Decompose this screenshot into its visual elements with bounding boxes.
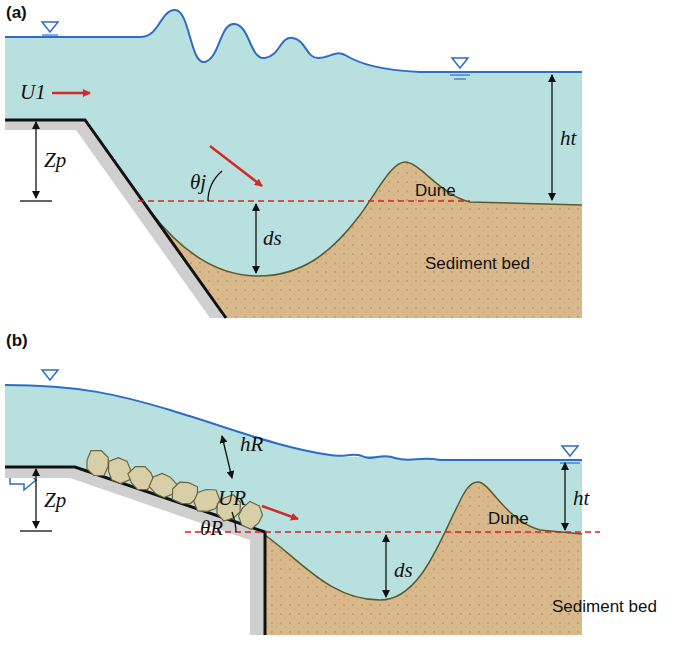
height-symbol: Zp xyxy=(44,490,66,511)
bed-label: Sediment bed xyxy=(552,598,657,615)
riprap-stone xyxy=(109,458,131,484)
depth-symbol: ht xyxy=(573,488,589,509)
depth-symbol: ds xyxy=(394,560,413,581)
velocity-symbol: U1 xyxy=(20,82,46,103)
depth-symbol: ht xyxy=(560,128,576,149)
dune-label: Dune xyxy=(415,182,456,199)
riprap-stone xyxy=(194,490,220,512)
height-symbol: Zp xyxy=(44,150,66,171)
riprap-stone xyxy=(87,451,108,476)
velocity-symbol: UR xyxy=(218,488,246,509)
panel-label: (b) xyxy=(6,332,28,349)
angle-symbol: θR xyxy=(200,518,223,539)
bed-label: Sediment bed xyxy=(425,255,530,272)
panel-label: (a) xyxy=(6,4,27,21)
dune-label: Dune xyxy=(488,510,529,527)
depth-symbol: ds xyxy=(263,228,282,249)
depth-symbol: hR xyxy=(240,434,263,455)
angle-symbol: θj xyxy=(190,172,206,193)
